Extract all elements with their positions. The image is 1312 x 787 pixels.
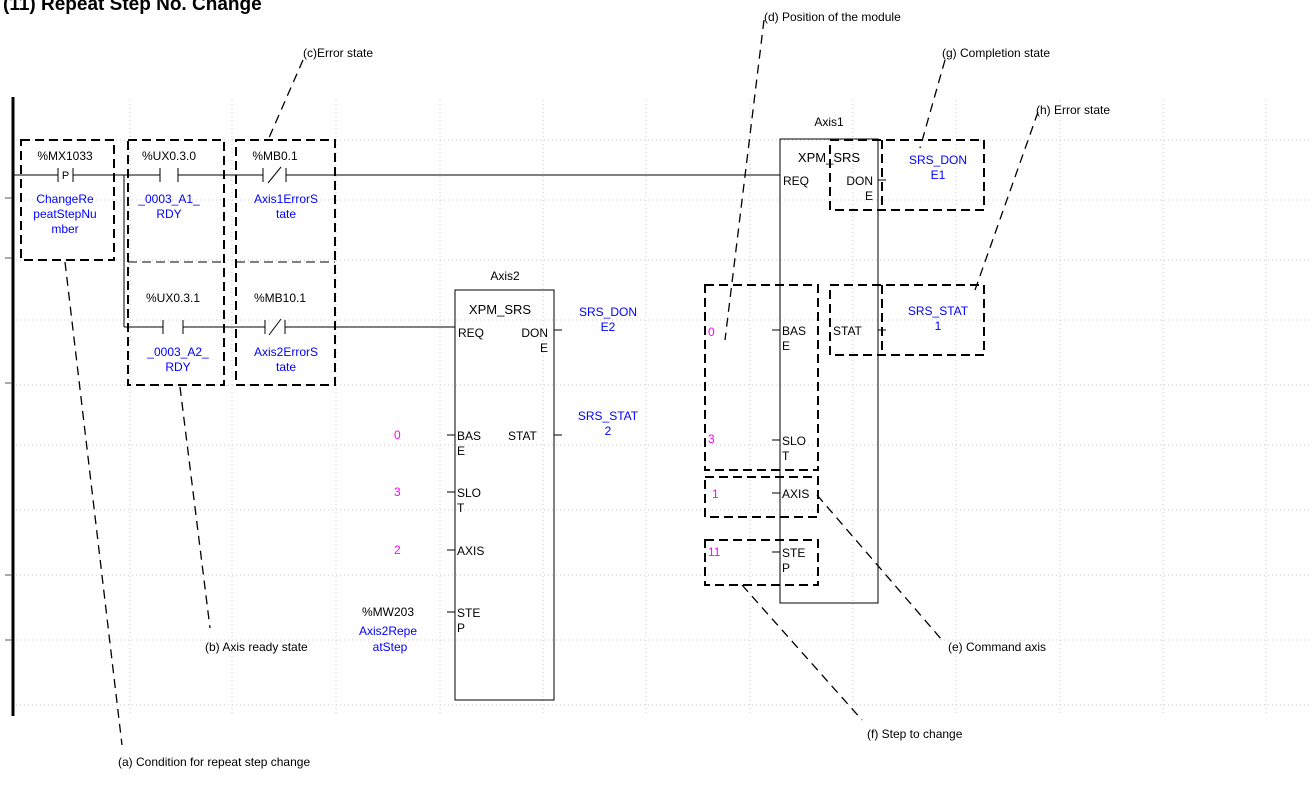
contact-name: _0003_A1_ — [137, 192, 200, 206]
page-title: (11) Repeat Step No. Change — [3, 0, 262, 15]
pin-slot: T — [782, 449, 790, 463]
contact-name: ChangeRe — [36, 192, 94, 206]
pin-step: P — [457, 621, 465, 635]
input-step-value: 11 — [708, 545, 721, 559]
input-step-name: Axis2Repe — [359, 624, 417, 638]
output-done: SRS_DON — [579, 305, 637, 319]
annotation-d: (d) Position of the module — [764, 10, 901, 24]
contact-name: RDY — [156, 207, 181, 221]
callout-boxes — [20, 139, 985, 586]
output-done: SRS_DON — [909, 153, 967, 167]
pin-base: BAS — [782, 324, 806, 338]
box-h — [829, 284, 985, 356]
pin-axis: AXIS — [457, 544, 484, 558]
contact-name: RDY — [165, 360, 190, 374]
pin-done: DON — [521, 326, 548, 340]
input-step-address: %MW203 — [362, 605, 414, 619]
input-base-value: 0 — [394, 428, 401, 442]
pin-stat: STAT — [508, 429, 538, 443]
contact-address: %MB10.1 — [254, 291, 306, 305]
pin-base: BAS — [457, 429, 481, 443]
output-stat: SRS_STAT — [908, 304, 969, 318]
function-block-axis2[interactable]: Axis2 XPM_SRS REQ DON E BAS E STAT SLO T… — [359, 269, 639, 701]
contact-address: %MX1033 — [37, 149, 93, 163]
input-base-value: 0 — [708, 325, 715, 339]
block-function: XPM_SRS — [469, 302, 531, 317]
contact-name: Axis1ErrorS — [254, 192, 318, 206]
pin-done: E — [540, 341, 548, 355]
pin-req: REQ — [783, 174, 809, 188]
output-stat: SRS_STAT — [578, 409, 639, 423]
annotation-h: (h) Error state — [1036, 103, 1110, 117]
block-instance: Axis1 — [814, 115, 844, 129]
pin-step: P — [782, 561, 790, 575]
contact-address: %MB0.1 — [252, 149, 298, 163]
pin-stat: STAT — [833, 324, 863, 338]
pin-step: STE — [782, 546, 805, 560]
input-axis-value: 1 — [712, 487, 719, 501]
output-done: E1 — [931, 168, 946, 182]
contact-symbol: P — [62, 170, 69, 182]
contact-name: mber — [51, 222, 78, 236]
input-slot-value: 3 — [394, 485, 401, 499]
leader-lines — [64, 19, 1039, 746]
annotation-b: (b) Axis ready state — [205, 640, 308, 654]
annotation-c: (c)Error state — [303, 46, 373, 60]
annotation-e: (e) Command axis — [948, 640, 1046, 654]
output-done: E2 — [601, 320, 616, 334]
grid — [12, 100, 1312, 715]
annotation-g: (g) Completion state — [942, 46, 1050, 60]
input-axis-value: 2 — [394, 543, 401, 557]
annotations: (a) Condition for repeat step change (b)… — [118, 10, 1110, 769]
box-f — [704, 539, 819, 586]
contact-a1-rdy[interactable]: %UX0.3.0 _0003_A1_ RDY — [137, 149, 200, 221]
block-instance: Axis2 — [490, 269, 520, 283]
pin-done: DON — [846, 174, 873, 188]
contact-name: _0003_A2_ — [146, 345, 209, 359]
contact-a2-rdy[interactable]: %UX0.3.1 _0003_A2_ RDY — [146, 291, 209, 374]
annotation-a: (a) Condition for repeat step change — [118, 755, 310, 769]
pin-step: STE — [457, 606, 480, 620]
pin-done: E — [865, 189, 873, 203]
pin-req: REQ — [458, 326, 484, 340]
contact-name: Axis2ErrorS — [254, 345, 318, 359]
pin-base: E — [782, 339, 790, 353]
pin-slot: T — [457, 501, 465, 515]
contact-address: %UX0.3.0 — [142, 149, 196, 163]
pin-axis: AXIS — [782, 487, 809, 501]
box-d — [704, 284, 819, 471]
contact-name: tate — [276, 360, 296, 374]
pin-slot: SLO — [457, 486, 481, 500]
contact-axis1-error[interactable]: %MB0.1 Axis1ErrorS tate — [252, 149, 318, 221]
box-a — [20, 139, 115, 261]
function-block-axis1[interactable]: Axis1 XPM_SRS REQ DON E BAS E STAT SLO T… — [708, 115, 969, 604]
contact-name: peatStepNu — [33, 207, 96, 221]
input-slot-value: 3 — [708, 432, 715, 446]
output-stat: 2 — [605, 424, 612, 438]
pin-slot: SLO — [782, 434, 806, 448]
pin-base: E — [457, 444, 465, 458]
contact-address: %UX0.3.1 — [146, 291, 200, 305]
annotation-f: (f) Step to change — [867, 727, 963, 741]
contact-name: tate — [276, 207, 296, 221]
box-g — [829, 139, 985, 211]
block-function: XPM_SRS — [798, 150, 860, 165]
output-stat: 1 — [935, 319, 942, 333]
contact-axis2-error[interactable]: %MB10.1 Axis2ErrorS tate — [254, 291, 318, 374]
input-step-name: atStep — [373, 640, 408, 654]
contact-changerepeatstep[interactable]: P %MX1033 ChangeRe peatStepNu mber — [33, 149, 96, 236]
box-b — [127, 139, 225, 386]
